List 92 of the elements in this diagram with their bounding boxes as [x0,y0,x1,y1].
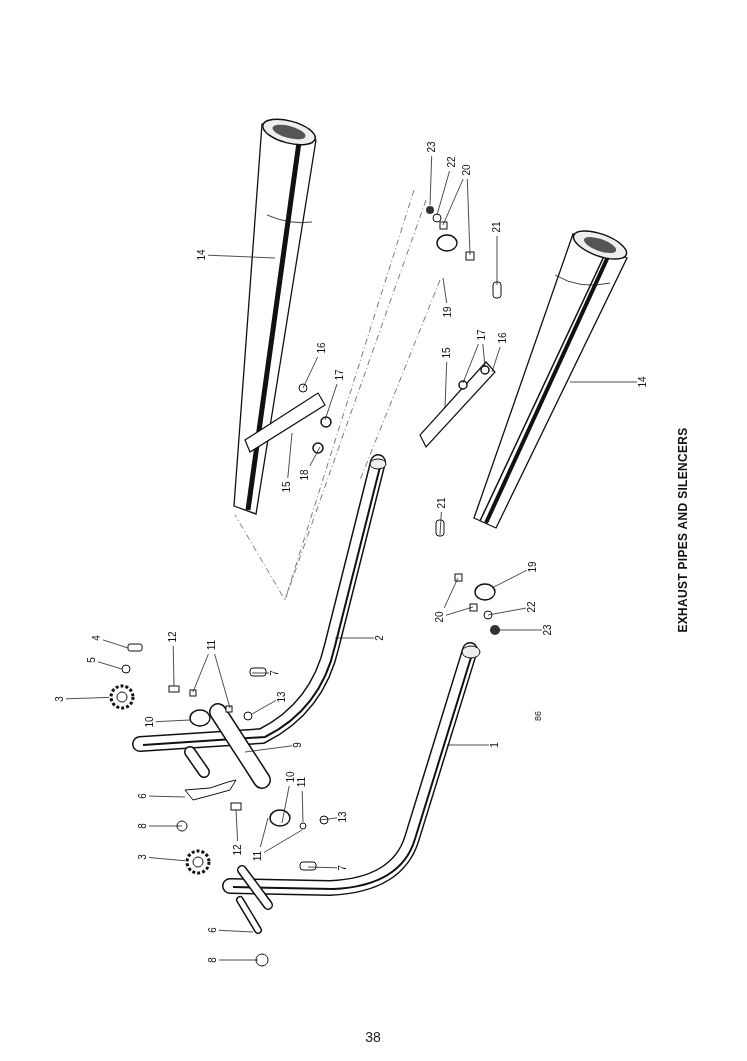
leader-line [102,639,129,649]
leader-line [172,645,175,687]
callout-number: 14 [197,249,207,261]
leader-line [319,817,338,821]
leader-line [302,356,319,389]
leader-line [148,795,186,798]
leader-line [442,277,448,304]
callout-number: 21 [492,221,502,233]
callout-number: 3 [138,854,148,860]
leader-line [218,959,259,961]
callout-number: 6 [208,927,218,933]
leader-line [444,361,448,409]
leader-line [324,383,338,421]
callout-number: 23 [427,141,437,153]
leader-line [334,637,375,639]
callout-number: 6 [138,793,148,799]
callout-number: 11 [207,639,217,651]
callout-number: 16 [317,342,327,354]
leader-line [251,700,277,715]
callout-number: 9 [293,742,303,748]
leader-line [148,857,186,862]
callout-number: 18 [300,469,310,481]
callout-number: 2 [375,635,385,641]
callout-number: 16 [498,332,508,344]
callout-number: 17 [335,369,345,381]
leader-line [309,446,321,467]
callout-number: 7 [338,865,348,871]
leader-line [235,809,238,842]
leader-line [443,577,459,609]
leader-line [244,745,293,753]
callout-number: 14 [638,376,648,388]
leader-line [260,817,269,848]
callout-number: 22 [527,601,537,613]
leader-line [429,155,433,206]
callout-number: 10 [145,716,155,728]
callout-number: 23 [543,624,553,636]
leader-line [214,653,231,709]
leader-line [491,346,501,373]
leader-line [445,606,474,616]
leader-line [148,825,183,827]
leader-line [436,170,450,216]
callout-number: 12 [233,844,243,856]
callout-number: 12 [168,631,178,643]
leader-line [301,790,304,823]
leader-line [155,719,191,723]
callout-number: 8 [208,957,218,963]
callout-number: 11 [297,776,307,788]
callout-number: 3 [55,696,65,702]
callout-number: 13 [277,691,287,703]
leader-line [218,929,254,933]
leader-line [487,607,527,616]
leader-line [192,653,209,693]
leader-line [442,178,464,226]
leader-line [446,744,490,746]
leader-line [496,235,498,286]
callout-number: 8 [138,823,148,829]
leader-line [251,672,270,674]
callout-number: 13 [338,811,348,823]
leader-line [263,829,303,853]
print-mark: 86 [533,711,543,721]
page-title: EXHAUST PIPES AND SILENCERS [676,427,690,633]
leader-line [466,178,471,256]
callout-number: 15 [282,481,292,493]
leader-line [287,432,293,479]
page-number: 38 [365,1029,381,1045]
leader-line [491,569,528,589]
callout-number: 15 [442,347,452,359]
leader-line [482,343,486,368]
callout-number: 20 [462,164,472,176]
leader-line [462,343,479,384]
callout-number: 21 [437,497,447,509]
flange-drawing [109,684,135,710]
callout-number: 5 [87,657,97,663]
callout-number: 7 [270,670,280,676]
flange-drawing [185,849,211,875]
callout-number: 20 [435,611,445,623]
callout-number: 17 [477,329,487,341]
leader-line [439,511,442,536]
callout-number: 1 [490,742,500,748]
leader-line [281,785,290,824]
callout-number: 11 [253,850,263,862]
callout-number: 10 [286,771,296,783]
callout-number: 22 [447,156,457,168]
callout-number: 4 [92,635,102,641]
leader-line [65,697,110,700]
leader-line [307,866,338,869]
leader-line [494,629,543,631]
callout-number: 19 [528,561,538,573]
callout-number: 19 [443,306,453,318]
leader-line [569,381,638,383]
leader-line [207,254,276,259]
leader-line [97,661,123,670]
